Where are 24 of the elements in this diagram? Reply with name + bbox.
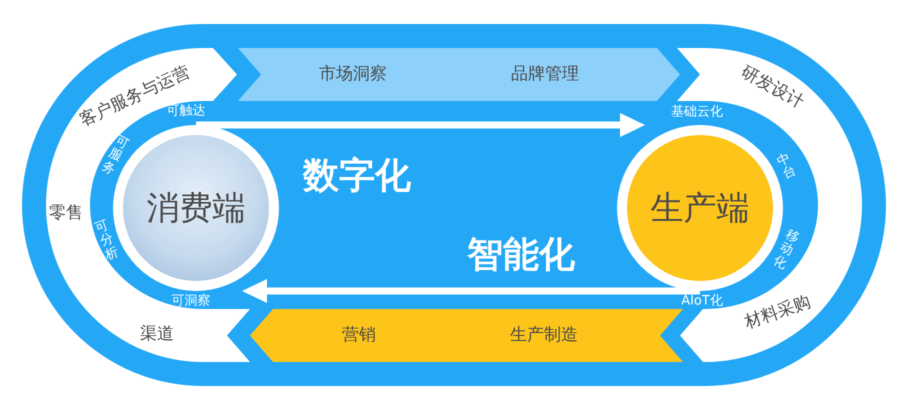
hub-label: 生产端 (650, 189, 750, 227)
arrow (196, 113, 645, 137)
theme-label: 数字化 (303, 155, 411, 197)
track-label: 渠道 (140, 325, 174, 345)
track-label: 材料采购 (742, 292, 814, 334)
ring-label: 可洞察 (172, 294, 210, 310)
band-label: 生产制造 (510, 326, 578, 346)
track-label: 研发设计 (738, 62, 806, 114)
hub-label: 消费端 (146, 189, 246, 227)
band-label: 营销 (342, 326, 376, 346)
band-label: 品牌管理 (511, 65, 579, 85)
ring-label: 可服务 (99, 134, 131, 178)
theme-label: 智能化 (467, 234, 575, 276)
ring-label: AIoT化 (681, 294, 723, 310)
chevron-band (250, 309, 683, 362)
ring-label: 可分析 (94, 218, 120, 264)
chevron-band (238, 48, 680, 101)
track-label: 零售 (49, 204, 83, 224)
band-label: 市场洞察 (319, 65, 387, 85)
ring-label: 中台 (775, 151, 799, 183)
track-segment (46, 48, 250, 362)
arrow (242, 279, 700, 303)
ring-label: 基础云化 (671, 106, 723, 120)
ring-label: 移动化 (770, 228, 802, 272)
